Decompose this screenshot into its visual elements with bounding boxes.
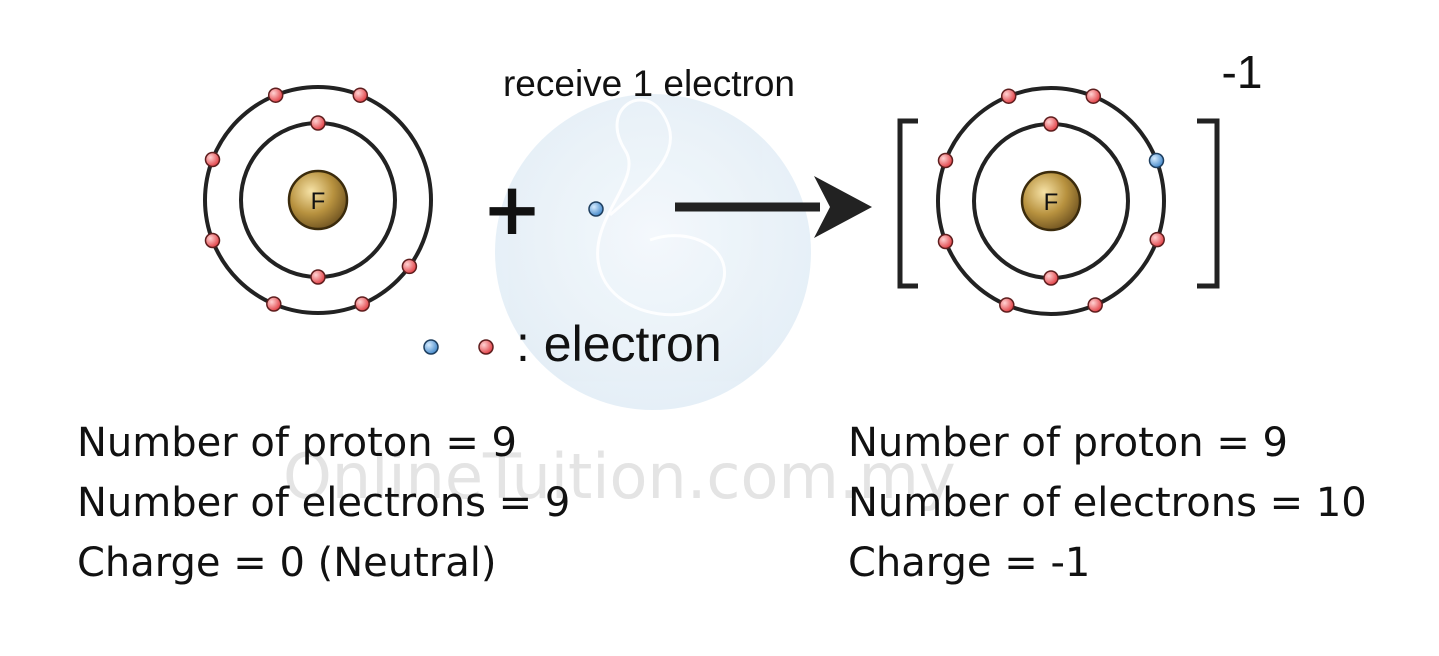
ion-charge: -1 bbox=[1222, 46, 1263, 98]
legend-blue-electron bbox=[423, 339, 439, 355]
outer-electron bbox=[354, 296, 370, 312]
watermark-text: OnlineTuition.com.my bbox=[283, 440, 956, 513]
ion-electron-count: Number of electrons = 10 bbox=[848, 480, 1367, 526]
plus-sign: + bbox=[482, 167, 542, 251]
outer-electron bbox=[352, 87, 369, 103]
nucleus bbox=[287, 169, 349, 231]
ion-info: Number of proton = 9 Number of electrons… bbox=[848, 413, 1367, 593]
ion-outer-electron bbox=[999, 297, 1015, 313]
outer-shell bbox=[203, 85, 433, 315]
outer-electron bbox=[267, 87, 284, 103]
ion-inner-electron bbox=[1043, 270, 1059, 286]
inner-electron bbox=[310, 269, 326, 285]
ion-outer-electron bbox=[1149, 231, 1165, 248]
atom-electron-count: Number of electrons = 9 bbox=[77, 480, 571, 526]
ion-outer-electron bbox=[1087, 297, 1103, 313]
outer-electron bbox=[266, 296, 282, 312]
outer-electron bbox=[204, 232, 221, 249]
fluorine-atom: F bbox=[203, 85, 433, 315]
ion-outer-electron bbox=[1000, 88, 1017, 104]
watermark-globe-icon bbox=[495, 94, 811, 410]
left-bracket bbox=[897, 118, 918, 289]
legend-red-electron bbox=[478, 339, 494, 355]
ion-outer-shell bbox=[936, 86, 1166, 316]
atom-electrons bbox=[204, 87, 418, 312]
reaction-arrow bbox=[675, 176, 872, 238]
ion-outer-electron bbox=[937, 152, 954, 169]
right-bracket bbox=[1197, 118, 1220, 289]
atom-proton-count: Number of proton = 9 bbox=[77, 420, 517, 466]
ion-nucleus-symbol: F bbox=[1044, 189, 1059, 216]
inner-electron bbox=[310, 115, 326, 131]
ion-charge-text: Charge = -1 bbox=[848, 540, 1091, 586]
ion-electrons bbox=[937, 88, 1165, 313]
outer-electron bbox=[401, 258, 418, 275]
ion-inner-electron bbox=[1043, 116, 1059, 132]
gained-electron bbox=[1148, 152, 1165, 169]
outer-electron bbox=[204, 151, 221, 168]
ion-outer-electron bbox=[937, 233, 954, 250]
ion-nucleus bbox=[1020, 170, 1082, 232]
ion-outer-electron bbox=[1085, 88, 1102, 104]
ion-proton-count: Number of proton = 9 bbox=[848, 420, 1288, 466]
legend: : electron bbox=[423, 316, 722, 372]
nucleus-symbol: F bbox=[311, 188, 326, 215]
atom-charge: Charge = 0 (Neutral) bbox=[77, 540, 497, 586]
atom-info: Number of proton = 9 Number of electrons… bbox=[77, 413, 570, 593]
legend-label: : electron bbox=[516, 316, 722, 372]
incoming-electron bbox=[588, 201, 604, 217]
reaction-caption: receive 1 electron bbox=[503, 63, 795, 104]
fluoride-ion: F -1 bbox=[897, 46, 1263, 316]
